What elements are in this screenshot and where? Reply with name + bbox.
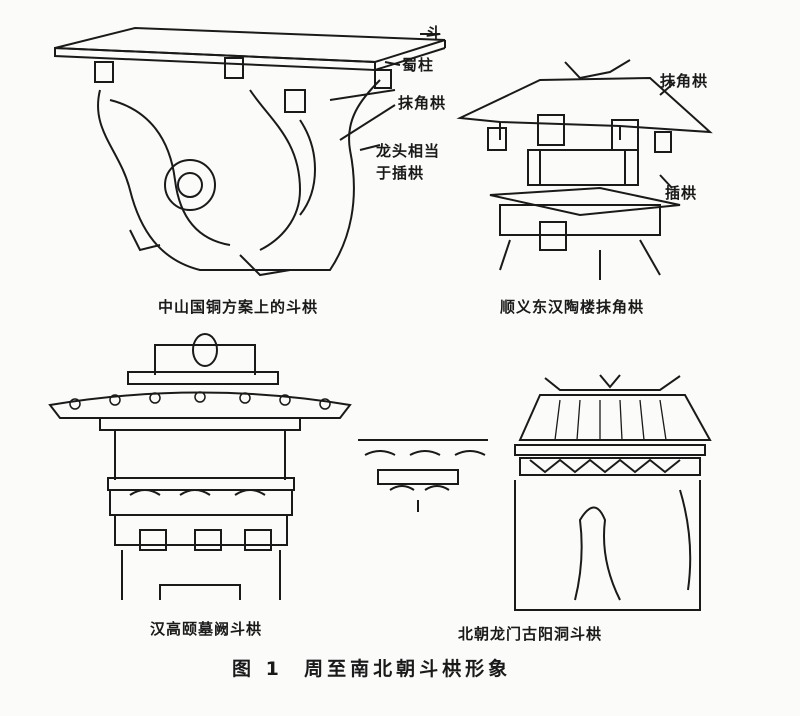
pottery-tower-drawing [456, 59, 713, 280]
bronze-table-drawing [54, 26, 446, 277]
caption-longmen-cave: 北朝龙门古阳洞斗栱 [458, 625, 603, 643]
caption-shunyi-tower: 顺义东汉陶楼抹角栱 [500, 298, 645, 316]
figure-number: 图 1 [232, 658, 283, 680]
callout-mojiaogong: 抹角栱 [398, 94, 447, 112]
caption-gaoyi-que: 汉高颐墓阙斗栱 [150, 620, 263, 638]
longmen-cave-drawing [358, 374, 712, 611]
figure-title: 周至南北朝斗栱形象 [304, 658, 512, 680]
figure-caption: 图 1 周至南北朝斗栱形象 [232, 654, 511, 681]
callout-mojiaogong-2: 抹角栱 [660, 72, 709, 90]
callout-chagong: 插栱 [665, 184, 698, 202]
callout-longtou-line1: 龙头相当 [376, 142, 441, 160]
caption-zhongshan-table: 中山国铜方案上的斗栱 [158, 298, 319, 316]
callout-dou: 斗 [426, 24, 443, 42]
callout-longtou-line2: 于插栱 [376, 164, 425, 182]
callout-shuzhu: 蜀柱 [402, 56, 435, 74]
gao-yi-que-drawing [48, 333, 352, 600]
